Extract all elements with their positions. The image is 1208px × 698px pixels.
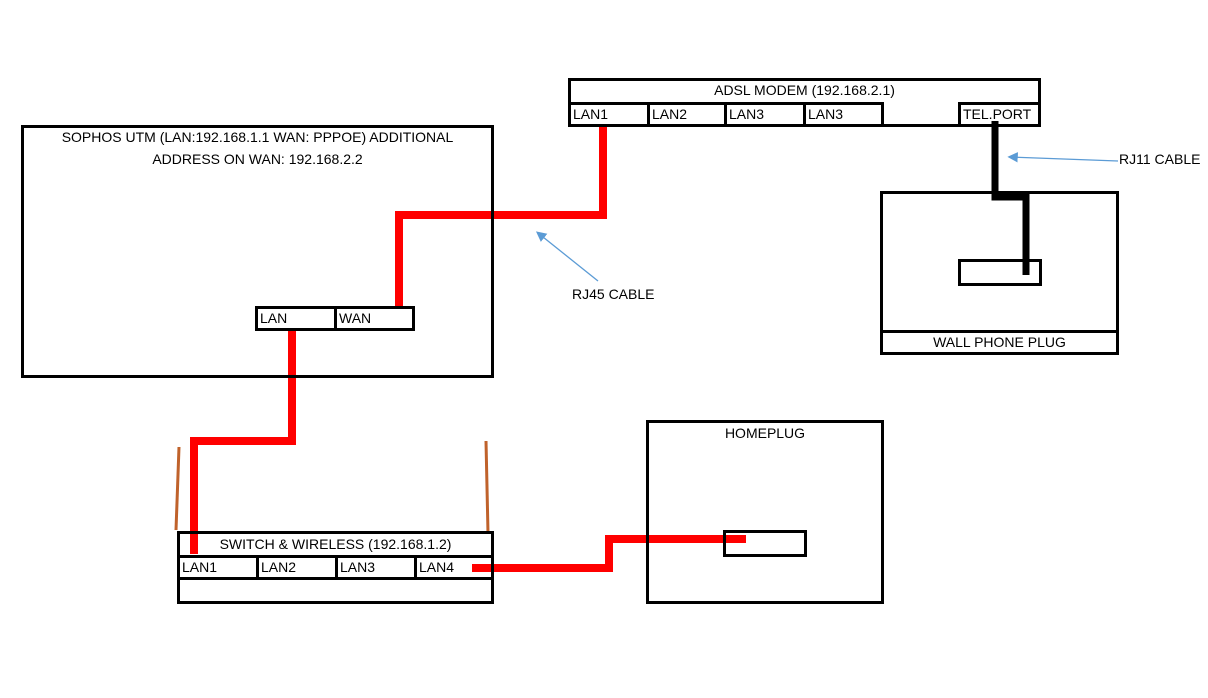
antenna-left bbox=[174, 446, 181, 531]
rj45-cable-lan-to-switch bbox=[190, 330, 296, 554]
sophos-title-line1: SOPHOS UTM (LAN:192.168.1.1 WAN: PPPOE) … bbox=[61, 129, 454, 145]
modem-port-lan2: LAN2 bbox=[647, 102, 727, 127]
homeplug-socket bbox=[723, 530, 807, 557]
switch-port-lan2: LAN2 bbox=[256, 555, 338, 580]
rj11-cable bbox=[991, 121, 1030, 275]
modem-title: ADSL MODEM (192.168.2.1) bbox=[714, 82, 895, 98]
rj45-cable-label: RJ45 CABLE bbox=[572, 286, 655, 302]
switch-port-lan1: LAN1 bbox=[177, 555, 259, 580]
antenna-right bbox=[484, 440, 490, 534]
rj11-cable-label: RJ11 CABLE bbox=[1119, 151, 1201, 167]
sophos-utm-box bbox=[21, 125, 494, 378]
switch-port-lan3: LAN3 bbox=[335, 555, 417, 580]
sophos-port-wan: WAN bbox=[334, 306, 415, 331]
switch-title: SWITCH & WIRELESS (192.168.1.2) bbox=[219, 536, 452, 552]
sophos-port-lan: LAN bbox=[255, 306, 337, 331]
modem-port-lan1: LAN1 bbox=[568, 102, 650, 127]
modem-port-lan3: LAN3 bbox=[724, 102, 806, 127]
switch-port-lan4: LAN4 bbox=[414, 555, 494, 580]
rj11-arrow bbox=[1007, 152, 1119, 163]
wall-plug-socket bbox=[958, 259, 1042, 286]
homeplug-title: HOMEPLUG bbox=[724, 425, 806, 441]
modem-port-lan3b: LAN3 bbox=[803, 102, 884, 127]
homeplug-box bbox=[646, 420, 884, 604]
rj45-cable-switch-to-homeplug bbox=[472, 535, 746, 572]
sophos-title-line2: ADDRESS ON WAN: 192.168.2.2 bbox=[152, 151, 363, 167]
wall-plug-label: WALL PHONE PLUG bbox=[880, 330, 1119, 355]
rj45-arrow bbox=[535, 231, 599, 282]
modem-tel-port: TEL.PORT bbox=[958, 102, 1041, 127]
rj45-cable-wan-to-modem bbox=[395, 124, 607, 308]
